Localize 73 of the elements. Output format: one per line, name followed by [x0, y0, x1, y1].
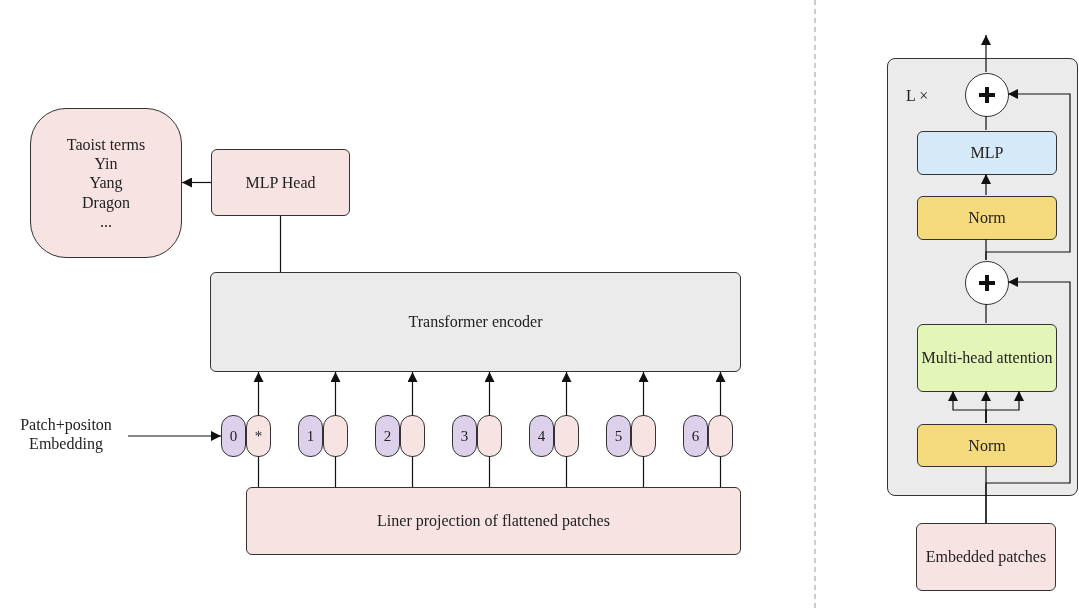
- output-text: Yin: [94, 154, 118, 174]
- box-label: Embedded patches: [925, 547, 1047, 567]
- arrow: [127, 431, 222, 441]
- arrow: [330, 371, 341, 416]
- connector-line: [488, 456, 491, 488]
- patch-token: [477, 415, 502, 457]
- box-label: MLP: [970, 143, 1004, 163]
- position-token: [606, 415, 631, 457]
- box-label: Norm: [968, 208, 1006, 228]
- position-index: 5: [614, 427, 623, 445]
- connector-line: [719, 456, 722, 488]
- patch-token: [323, 415, 348, 457]
- skip-connection-arrow: [985, 277, 1071, 524]
- attention-box: [917, 324, 1057, 392]
- patch-token: [708, 415, 733, 457]
- position-token: [529, 415, 554, 457]
- connector-line: [565, 456, 568, 488]
- arrow: [181, 177, 212, 188]
- encoder-box: [210, 272, 741, 372]
- process-box: [246, 487, 741, 555]
- position-token: [221, 415, 246, 457]
- position-token: [683, 415, 708, 457]
- position-token: [452, 415, 477, 457]
- output-text: Yang: [89, 173, 123, 193]
- arrow: [484, 371, 495, 416]
- position-token: [298, 415, 323, 457]
- patch-token: [631, 415, 656, 457]
- patch-token: [246, 415, 271, 457]
- box-label: Transformer encoder: [408, 312, 543, 332]
- arrow: [407, 371, 418, 416]
- position-index: 0: [229, 427, 238, 445]
- box-label: Liner projection of flattened patches: [377, 511, 610, 531]
- skip-connection-arrow: [985, 89, 1071, 261]
- connector-line: [257, 456, 260, 488]
- position-index: 2: [383, 427, 392, 445]
- box-label: MLP Head: [245, 172, 316, 193]
- token-text: *: [254, 427, 263, 445]
- repeat-label: L ×: [906, 86, 929, 106]
- arrow: [253, 371, 264, 416]
- norm-box: [917, 424, 1057, 467]
- connector-line: [334, 456, 337, 488]
- output-text: ...: [100, 212, 112, 231]
- connector-line: [985, 303, 987, 324]
- output-box: [30, 108, 182, 258]
- output-text: Dragon: [82, 192, 130, 212]
- arrow: [715, 371, 726, 416]
- sum-circle: [965, 261, 1009, 305]
- embedding-label: Patch+positon Embedding: [19, 414, 113, 454]
- position-index: 6: [691, 427, 700, 445]
- arrow: [561, 371, 572, 416]
- arrow: [985, 390, 1024, 424]
- position-index: 4: [537, 427, 546, 445]
- box-label: Multi-head attention: [921, 348, 1053, 368]
- encoder-block-panel: [887, 58, 1078, 496]
- input-box: [916, 523, 1056, 591]
- arrow: [981, 34, 991, 73]
- arrow: [981, 173, 991, 196]
- connector-line: [642, 456, 645, 488]
- patch-token: [400, 415, 425, 457]
- output-text: Taoist terms: [66, 135, 146, 155]
- arrow: [638, 371, 649, 416]
- position-index: 1: [306, 427, 315, 445]
- box-label: Norm: [968, 435, 1006, 456]
- position-index: 3: [460, 427, 469, 445]
- connector-line: [411, 456, 414, 488]
- mlp-box: [917, 131, 1057, 175]
- sum-circle: [965, 73, 1009, 117]
- process-box: [211, 149, 350, 216]
- patch-token: [554, 415, 579, 457]
- position-token: [375, 415, 400, 457]
- norm-box: [917, 196, 1057, 240]
- connector-line: [279, 215, 282, 273]
- connector-line: [985, 115, 987, 131]
